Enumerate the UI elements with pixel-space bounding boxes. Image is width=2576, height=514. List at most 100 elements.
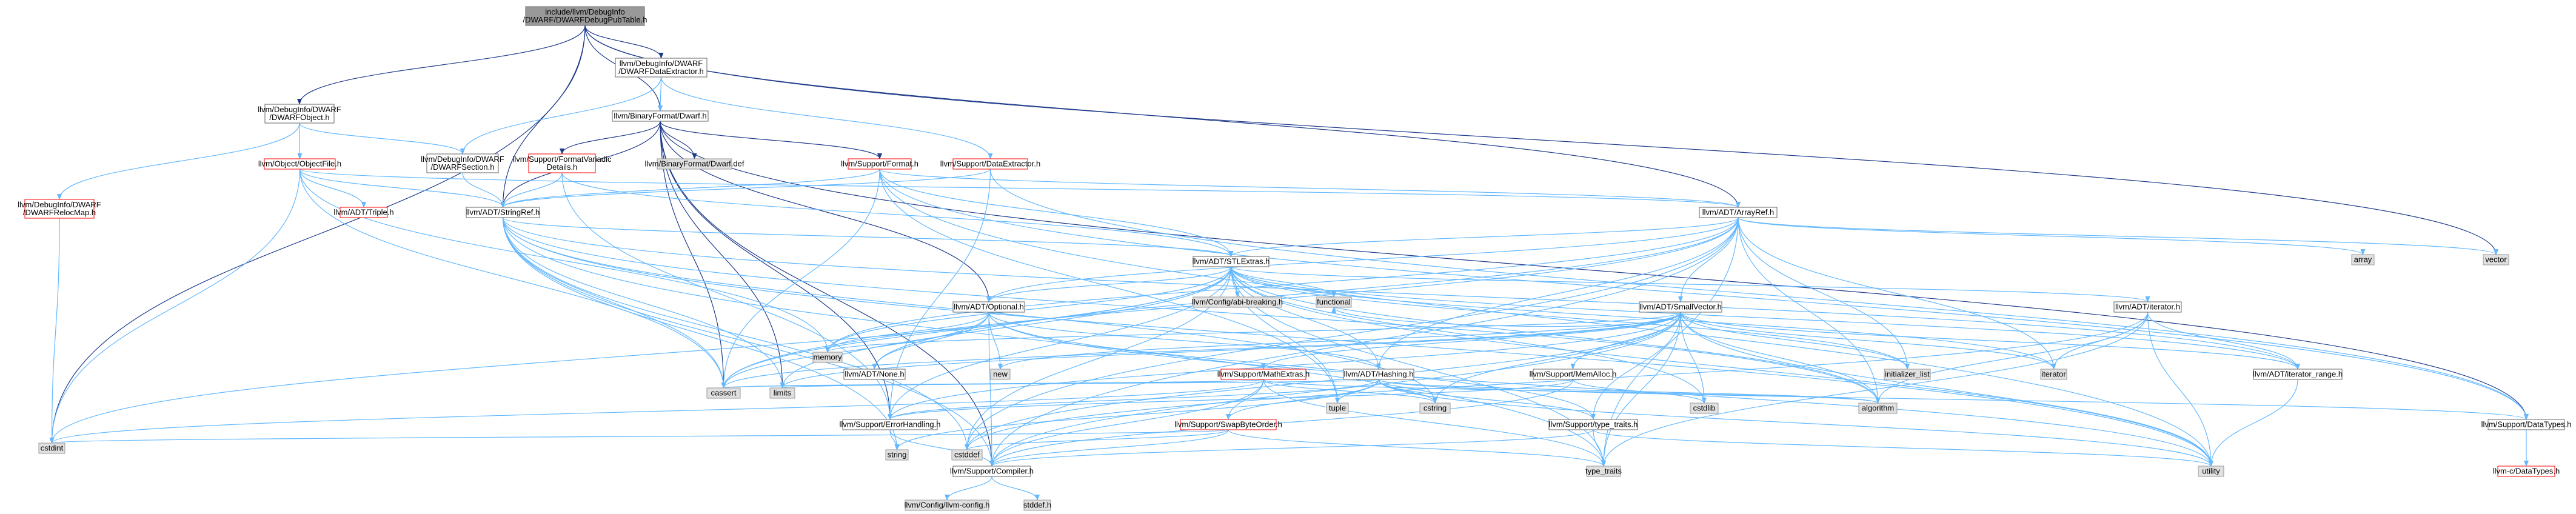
node-box xyxy=(951,449,983,461)
edge-supportformat-to-utility xyxy=(879,169,2213,467)
edge-smallvector-to-cassert xyxy=(721,312,1681,389)
node-label: llvm/ADT/iterator_range.h xyxy=(2253,370,2343,379)
node-box xyxy=(657,158,732,170)
node-mathextras[interactable]: llvm/Support/MathExtras.h xyxy=(1217,369,1310,380)
edge-stlextras-to-cassert xyxy=(721,266,1232,389)
node-box xyxy=(2040,369,2067,380)
node-label: tuple xyxy=(1329,404,1346,413)
node-label: llvm/ADT/ArrayRef.h xyxy=(1702,208,1774,217)
node-dataextractor[interactable]: llvm/DebugInfo/DWARF/DWARFDataExtractor.… xyxy=(615,58,708,78)
node-stlextras[interactable]: llvm/ADT/STLExtras.h xyxy=(1193,256,1270,267)
node-box xyxy=(528,153,596,173)
edge-optional-to-compiler xyxy=(988,312,994,467)
node-tuple: tuple xyxy=(1326,402,1349,414)
node-iterator[interactable]: llvm/ADT/iterator.h xyxy=(2113,301,2182,313)
node-label: llvm/ADT/STLExtras.h xyxy=(1193,257,1270,266)
edge-arrayref-to-initlist xyxy=(1738,217,1910,370)
node-label: llvm/Support/ErrorHandling.h xyxy=(840,420,941,429)
node-label: /DWARFSection.h xyxy=(431,162,495,172)
node-box xyxy=(2113,301,2182,313)
edge-smallvector-to-iterrange xyxy=(1680,312,2300,370)
node-configabi: llvm/Config/abi-breaking.h xyxy=(1192,296,1283,308)
node-array: array xyxy=(2351,254,2375,265)
edge-objectfile-to-arrayref xyxy=(299,169,1741,208)
node-functional: functional xyxy=(1316,296,1352,308)
edge-stringref-to-typetraits xyxy=(502,217,1606,467)
node-box xyxy=(1326,402,1349,414)
node-cdatatypes[interactable]: llvm-c/DataTypes.h xyxy=(2493,466,2560,477)
node-box xyxy=(2483,254,2509,265)
node-triple[interactable]: llvm/ADT/Triple.h xyxy=(333,207,394,218)
node-arrayref[interactable]: llvm/ADT/ArrayRef.h xyxy=(1699,207,1778,218)
edge-stlextras-to-tuple xyxy=(1230,266,1340,404)
node-label: initializer_list xyxy=(1885,370,1930,379)
edge-errorhandling-to-compiler xyxy=(889,429,994,467)
edge-smallvector-to-limits xyxy=(780,312,1681,389)
node-iterrange[interactable]: llvm/ADT/iterator_range.h xyxy=(2253,369,2343,380)
node-supportformat[interactable]: llvm/Support/Format.h xyxy=(841,158,918,170)
node-algorithm: algorithm xyxy=(1858,402,1898,414)
node-box xyxy=(2497,466,2555,477)
node-box xyxy=(706,387,741,399)
edge-dataextractor-to-dwarfsection xyxy=(460,76,662,155)
edge-stringref-to-cassert xyxy=(502,217,726,389)
node-datatypes[interactable]: llvm/Support/DataTypes.h xyxy=(2481,419,2572,430)
edge-memalloc-to-compiler xyxy=(989,379,1574,467)
node-stringref[interactable]: llvm/ADT/StringRef.h xyxy=(466,207,540,218)
node-label: llvm/DebugInfo/DWARF xyxy=(421,155,504,164)
node-dwarfobject[interactable]: llvm/DebugInfo/DWARF/DWARFObject.h xyxy=(258,104,341,124)
edge-iterator-to-utility xyxy=(2147,312,2213,467)
node-root[interactable]: include/llvm/DebugInfo/DWARF/DWARFDebugP… xyxy=(523,6,647,26)
node-none[interactable]: llvm/ADT/None.h xyxy=(843,369,906,380)
edge-mathextras-to-cstdint xyxy=(49,379,1264,444)
edge-hashing-to-algorithm xyxy=(1378,379,1881,404)
edge-supportformat-to-arrayref xyxy=(879,169,1741,208)
edge-mathextras-to-swapbyte xyxy=(1226,379,1264,420)
node-smallvector[interactable]: llvm/ADT/SmallVector.h xyxy=(1639,301,1722,313)
edge-stringref-to-cstddef xyxy=(502,217,969,450)
node-label: algorithm xyxy=(1862,404,1894,413)
edge-memalloc-to-errorhandling xyxy=(888,379,1574,420)
edge-dwarfobject-to-relocmap xyxy=(57,122,300,200)
edge-stlextras-to-iterator xyxy=(1230,266,2150,302)
edge-binaryformat-to-limits xyxy=(660,121,785,389)
node-box xyxy=(2198,466,2224,477)
node-box xyxy=(426,153,499,173)
node-swapbyte[interactable]: llvm/Support/SwapByteOrder.h xyxy=(1174,419,1282,430)
edge-smallvector-to-cstdlib xyxy=(1680,312,1707,404)
node-memalloc[interactable]: llvm/Support/MemAlloc.h xyxy=(1530,369,1617,380)
node-optional[interactable]: llvm/ADT/Optional.h xyxy=(952,301,1025,313)
node-objectfile[interactable]: llvm/Object/ObjectFile.h xyxy=(258,158,341,170)
edge-binaryformat-to-datatypes xyxy=(660,121,2529,420)
node-box xyxy=(525,6,645,26)
node-label: cstdint xyxy=(41,444,64,453)
edge-formatvariadic-to-stringref xyxy=(500,172,563,208)
edge-typetraitsllvm-to-utility xyxy=(1593,429,2213,467)
node-box xyxy=(1858,402,1898,414)
node-label: array xyxy=(2354,255,2372,264)
edge-stlextras-to-initlist xyxy=(1230,266,1910,370)
edge-stlextras-to-functional xyxy=(1230,266,1336,298)
edge-arrayref-to-hashing xyxy=(1376,217,1739,370)
edge-arrayref-to-none xyxy=(872,217,1739,370)
node-cassert: cassert xyxy=(706,387,741,399)
node-dwarfsection[interactable]: llvm/DebugInfo/DWARF/DWARFSection.h xyxy=(421,153,504,173)
node-compiler[interactable]: llvm/Support/Compiler.h xyxy=(950,466,1034,477)
node-errorhandling[interactable]: llvm/Support/ErrorHandling.h xyxy=(840,419,941,430)
edge-hashing-to-typetraitsllvm xyxy=(1378,379,1596,420)
edge-typetraitsllvm-to-compiler xyxy=(989,429,1594,467)
edge-stringref-to-utility xyxy=(502,217,2213,467)
node-stddef: stddef.h xyxy=(1023,499,1051,511)
node-typetraitsllvm[interactable]: llvm/Support/type_traits.h xyxy=(1548,419,1638,430)
node-box xyxy=(1639,301,1722,313)
node-binaryformat[interactable]: llvm/BinaryFormat/Dwarf.h xyxy=(612,110,709,122)
edge-swapbyte-to-compiler xyxy=(989,429,1229,467)
node-hashing[interactable]: llvm/ADT/Hashing.h xyxy=(1343,369,1414,380)
node-relocmap[interactable]: llvm/DebugInfo/DWARF/DWARFRelocMap.h xyxy=(18,199,101,219)
node-supportdataext[interactable]: llvm/Support/DataExtractor.h xyxy=(940,158,1040,170)
node-box xyxy=(812,352,843,363)
node-box xyxy=(952,301,1025,313)
node-box xyxy=(843,369,906,380)
